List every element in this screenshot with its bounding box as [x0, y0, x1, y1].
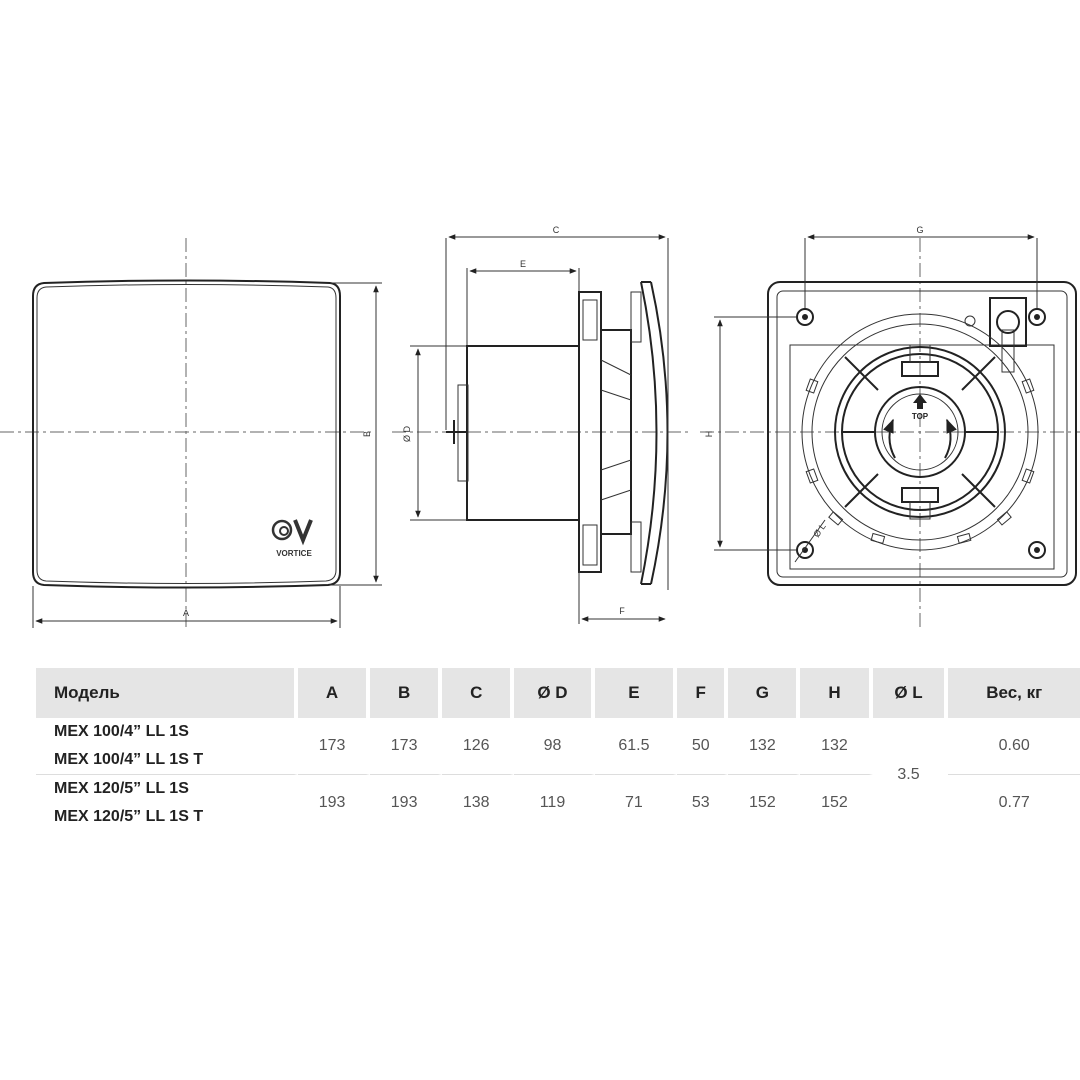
value-f: 53 — [677, 774, 729, 831]
value-c: 138 — [442, 774, 515, 831]
value-l: 3.5 — [873, 718, 949, 831]
technical-drawing: VORTICE A B — [0, 225, 1080, 628]
col-header-a: A — [298, 668, 371, 718]
col-header-f: F — [677, 668, 729, 718]
value-a: 193 — [298, 774, 371, 831]
rear-view: TOP G H Ø L — [700, 225, 1080, 628]
value-f: 50 — [677, 718, 729, 774]
value-weight: 0.60 — [998, 737, 1030, 754]
model-name: MEX 120/5” LL 1S — [36, 774, 298, 803]
col-header-model: Модель — [36, 668, 298, 718]
vortice-logo: VORTICE — [271, 519, 313, 558]
model-name: MEX 100/4” LL 1S T — [36, 746, 298, 774]
dim-label-g: G — [916, 225, 923, 235]
col-header-g: G — [728, 668, 801, 718]
value-b: 193 — [370, 774, 443, 831]
value-c: 126 — [442, 718, 515, 774]
model-name: MEX 100/4” LL 1S — [36, 718, 298, 746]
table-row: MEX 100/4” LL 1S T — [36, 746, 1080, 774]
side-view: C E Ø D F — [392, 225, 690, 624]
value-g: 152 — [728, 774, 801, 831]
value-a: 173 — [298, 718, 371, 774]
value-h: 132 — [800, 718, 873, 774]
specs-table: Модель A B C Ø D E F G H Ø L Вес, кг MEX… — [36, 668, 1080, 831]
dim-label-a: A — [183, 608, 189, 618]
table-row: MEX 120/5” LL 1S T — [36, 803, 1080, 831]
value-e: 61.5 — [595, 718, 678, 774]
value-g: 132 — [728, 718, 801, 774]
value-h: 152 — [800, 774, 873, 831]
dim-label-h: H — [704, 431, 714, 438]
model-name: MEX 120/5” LL 1S T — [36, 803, 298, 831]
col-header-h: H — [800, 668, 873, 718]
top-marker: TOP — [912, 412, 929, 421]
dim-label-c: C — [553, 225, 560, 235]
col-header-weight: Вес, кг — [948, 668, 1080, 718]
value-b: 173 — [370, 718, 443, 774]
dim-label-b: B — [362, 431, 372, 437]
value-e: 71 — [594, 774, 678, 831]
front-view: VORTICE A B — [0, 238, 382, 628]
value-weight: 0.77 — [948, 774, 1080, 831]
col-header-c: C — [442, 668, 515, 718]
svg-text:VORTICE: VORTICE — [276, 549, 312, 558]
col-header-d: Ø D — [514, 668, 595, 718]
table-row: MEX 120/5” LL 1S 193 193 138 119 71 53 1… — [36, 774, 1080, 831]
value-d: 98 — [514, 718, 595, 774]
col-header-b: B — [370, 668, 443, 718]
col-header-l: Ø L — [872, 668, 949, 718]
dim-label-d: Ø D — [402, 426, 412, 443]
dim-label-f: F — [619, 606, 625, 616]
col-header-e: E — [594, 668, 678, 718]
value-d: 119 — [514, 774, 595, 831]
table-row: MEX 100/4” LL 1S 173 173 126 98 61.5 50 … — [36, 718, 1080, 831]
dim-label-e: E — [520, 259, 526, 269]
